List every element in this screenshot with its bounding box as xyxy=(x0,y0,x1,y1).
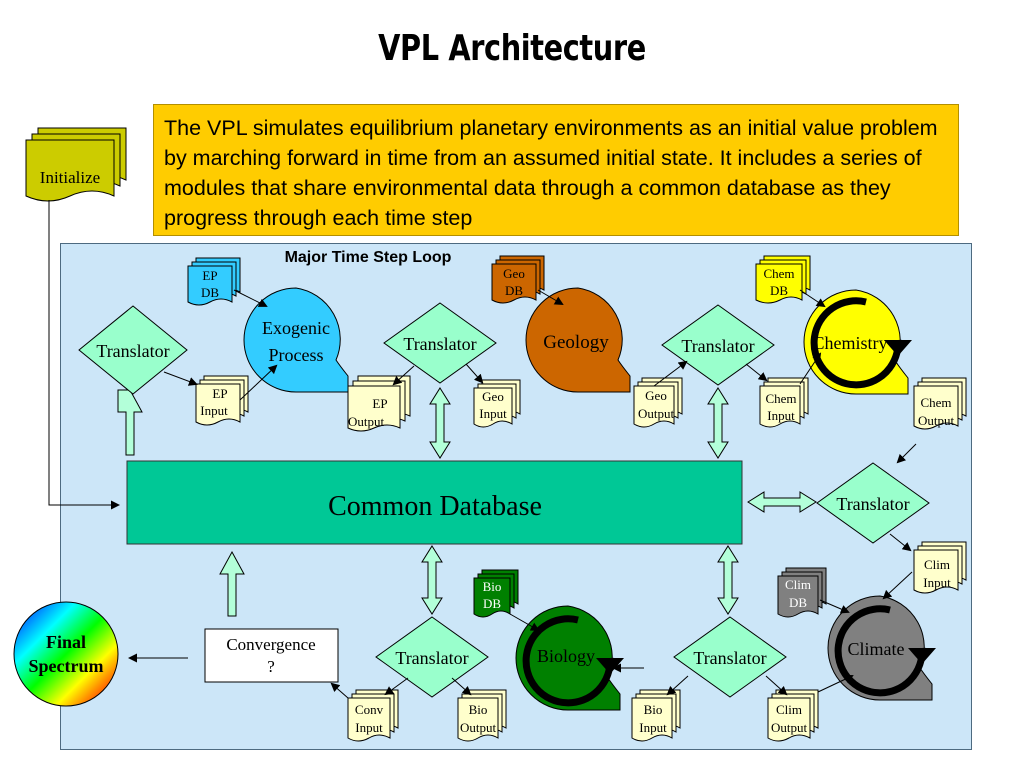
chemistry-label: Chemistry xyxy=(813,333,888,353)
bio-output-doc: Bio Output xyxy=(457,689,507,742)
translator-conv: Translator xyxy=(375,616,489,698)
geo-db-label-2: DB xyxy=(505,283,523,298)
connector-arrows xyxy=(128,289,917,699)
chem-input-label-2: Input xyxy=(767,408,795,423)
chem-output-label-2: Output xyxy=(918,413,955,428)
bio-output-label-2: Output xyxy=(460,720,497,735)
clim-db-label-1: Clim xyxy=(785,577,811,592)
translator-geo-label: Translator xyxy=(403,334,476,354)
ep-db-label-2: DB xyxy=(201,285,219,300)
common-database-box xyxy=(126,460,743,545)
clim-output-label-2: Output xyxy=(771,720,808,735)
exogenic-process-module: Exogenic Process xyxy=(243,287,349,393)
clim-input-label-1: Clim xyxy=(924,557,950,572)
double-arrow-bio-translator xyxy=(421,545,443,615)
clim-input-doc: Clim Input xyxy=(913,541,967,594)
translator-bio-label: Translator xyxy=(693,648,766,668)
climate-label: Climate xyxy=(848,639,905,659)
chem-db: Chem DB xyxy=(755,255,811,304)
clim-input-label-2: Input xyxy=(923,575,951,590)
double-arrow-geo-translator xyxy=(707,387,729,459)
double-arrow-right-translator xyxy=(747,491,817,513)
translator-geo: Translator xyxy=(383,302,497,384)
bio-input-label-2: Input xyxy=(639,720,667,735)
initialize-label: Initialize xyxy=(40,168,100,187)
bio-db: Bio DB xyxy=(473,569,519,618)
ep-db: EP DB xyxy=(187,257,241,306)
double-arrow-clim-translator xyxy=(717,545,739,615)
chem-output-doc: Chem Output xyxy=(913,377,967,430)
geology-label: Geology xyxy=(543,332,609,353)
ep-output-doc: EP Output xyxy=(347,375,411,432)
biology-module: Biology xyxy=(515,605,624,711)
translator-ep: Translator xyxy=(78,305,188,395)
clim-output-label-1: Clim xyxy=(776,702,802,717)
bio-db-label-2: DB xyxy=(483,596,501,611)
convergence-box xyxy=(204,628,339,683)
chemistry-module: Chemistry xyxy=(803,289,912,395)
translator-clim: Translator xyxy=(816,462,930,544)
geo-db-label-1: Geo xyxy=(503,266,525,281)
translator-chem-label: Translator xyxy=(681,336,754,356)
geo-output-label-2: Output xyxy=(638,406,675,421)
ep-output-label-1: EP xyxy=(372,396,387,411)
ep-input-label-2: Input xyxy=(200,403,228,418)
conv-input-label-1: Conv xyxy=(355,702,384,717)
ep-output-label-2: Output xyxy=(348,414,385,429)
translator-ep-label: Translator xyxy=(96,341,169,361)
translator-conv-label: Translator xyxy=(395,648,468,668)
ep-input-doc: EP Input xyxy=(195,375,249,426)
block-arrow-left-up xyxy=(117,389,143,456)
bio-output-label-1: Bio xyxy=(469,702,488,717)
conv-input-doc: Conv Input xyxy=(347,689,399,742)
exogenic-label-2: Process xyxy=(269,345,324,365)
translator-chem: Translator xyxy=(661,304,775,386)
conv-input-label-2: Input xyxy=(355,720,383,735)
clim-db-label-2: DB xyxy=(789,595,807,610)
biology-label: Biology xyxy=(537,646,595,666)
geo-db: Geo DB xyxy=(491,255,545,304)
block-arrow-convergence-up xyxy=(219,550,245,617)
bio-input-doc: Bio Input xyxy=(631,689,681,742)
final-spectrum-circle: Final Spectrum xyxy=(13,601,119,707)
chem-input-label-1: Chem xyxy=(765,391,796,406)
final-spectrum-label-2: Spectrum xyxy=(29,656,104,676)
geo-input-label-2: Input xyxy=(479,406,507,421)
page-title: VPL Architecture xyxy=(378,28,646,69)
geo-input-doc: Geo Input xyxy=(473,379,521,428)
chemistry-cycle-icon xyxy=(810,297,902,389)
translator-bio: Translator xyxy=(673,616,787,698)
geo-input-label-1: Geo xyxy=(482,389,504,404)
geo-output-label-1: Geo xyxy=(645,388,667,403)
bio-db-label-1: Bio xyxy=(483,579,502,594)
ep-input-label-1: EP xyxy=(212,386,227,401)
geology-module: Geology xyxy=(525,287,631,393)
convergence-label-2: ? xyxy=(267,657,275,676)
ep-db-label-1: EP xyxy=(202,268,217,283)
loop-label: Major Time Step Loop xyxy=(285,249,452,266)
chem-output-label-1: Chem xyxy=(920,395,951,410)
bio-input-label-1: Bio xyxy=(644,702,663,717)
translator-clim-label: Translator xyxy=(836,494,909,514)
initialize-document: Initialize xyxy=(25,127,127,202)
chem-db-label-2: DB xyxy=(770,283,788,298)
common-database-label: Common Database xyxy=(328,491,542,522)
chem-db-label-1: Chem xyxy=(763,266,794,281)
geo-output-doc: Geo Output xyxy=(633,377,683,428)
clim-output-doc: Clim Output xyxy=(767,689,819,742)
climate-module: Climate xyxy=(827,595,936,701)
clim-db: Clim DB xyxy=(777,567,827,618)
exogenic-label-1: Exogenic xyxy=(262,318,330,338)
convergence-label-1: Convergence xyxy=(226,635,315,654)
double-arrow-ep-translator xyxy=(429,387,451,459)
initialize-arrow xyxy=(48,200,120,510)
final-spectrum-label-1: Final xyxy=(46,632,86,652)
biology-cycle-icon xyxy=(522,615,614,707)
description-box: The VPL simulates equilibrium planetary … xyxy=(153,104,959,236)
chem-input-doc: Chem Input xyxy=(759,377,809,428)
